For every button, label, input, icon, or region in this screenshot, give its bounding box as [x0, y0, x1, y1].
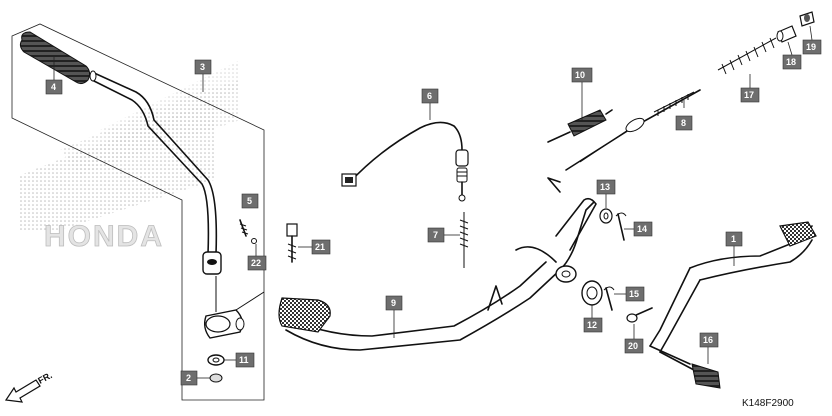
- stop-switch-cable: [341, 121, 469, 202]
- front-direction-indicator: FR.: [4, 370, 54, 403]
- brake-spring-and-rod: [547, 11, 815, 193]
- callout-20: 20: [624, 324, 644, 354]
- callout-1-label: 1: [731, 234, 736, 244]
- callout-10-label: 10: [575, 70, 585, 80]
- kick-grip-rubber: [19, 31, 91, 85]
- pivot-washers-and-clips: [581, 208, 627, 311]
- callout-15-label: 15: [629, 289, 639, 299]
- callout-5-label: 5: [247, 196, 252, 206]
- callout-13-label: 13: [600, 182, 610, 192]
- callout-22: 22: [247, 244, 267, 271]
- callout-20-label: 20: [628, 341, 638, 351]
- callout-5: 5: [241, 193, 259, 209]
- callout-10: 10: [571, 67, 593, 122]
- callout-3-label: 3: [200, 62, 205, 72]
- callout-4-label: 4: [51, 82, 56, 92]
- callout-3: 3: [194, 59, 212, 92]
- callout-6: 6: [421, 88, 439, 120]
- callout-7-label: 7: [433, 230, 438, 240]
- callout-14: 14: [624, 221, 653, 237]
- callout-19-label: 19: [806, 42, 816, 52]
- kick-boss-assembly: [203, 219, 298, 383]
- callout-9-label: 9: [391, 298, 396, 308]
- callout-12-label: 12: [587, 320, 597, 330]
- callout-11-label: 11: [239, 355, 249, 365]
- callout-16-label: 16: [703, 335, 713, 345]
- front-arrow-icon: [4, 379, 41, 403]
- callout-18: 18: [782, 41, 802, 70]
- callout-8-label: 8: [681, 118, 686, 128]
- callout-4: 4: [45, 56, 63, 95]
- callout-21-label: 21: [315, 242, 325, 252]
- kick-starter-arm: [89, 70, 222, 275]
- callout-17-label: 17: [744, 90, 754, 100]
- watermark-brand-text: HONDA: [44, 220, 164, 253]
- callout-18-label: 18: [786, 57, 796, 67]
- callout-2: 2: [180, 370, 210, 386]
- callout-11: 11: [224, 352, 255, 368]
- brake-pedal: [278, 197, 597, 351]
- callout-12: 12: [583, 305, 603, 333]
- callout-6-label: 6: [427, 91, 432, 101]
- callout-21: 21: [298, 239, 331, 255]
- callout-2-label: 2: [186, 373, 191, 383]
- drawing-code: K148F2900: [742, 398, 794, 409]
- callout-9: 9: [385, 295, 403, 338]
- callout-16: 16: [699, 332, 719, 364]
- callout-19: 19: [802, 25, 822, 55]
- callout-8: 8: [675, 100, 693, 131]
- step-bar: [626, 221, 817, 389]
- callout-1: 1: [725, 231, 743, 266]
- kick-assembly-outline: [11, 23, 265, 401]
- callout-17: 17: [740, 74, 760, 103]
- callout-15: 15: [614, 286, 645, 302]
- callout-22-label: 22: [251, 258, 261, 268]
- callout-13: 13: [596, 179, 616, 208]
- switch-spring: [459, 212, 469, 268]
- front-direction-label: FR.: [36, 370, 53, 386]
- callout-7: 7: [427, 227, 460, 243]
- callout-14-label: 14: [637, 224, 647, 234]
